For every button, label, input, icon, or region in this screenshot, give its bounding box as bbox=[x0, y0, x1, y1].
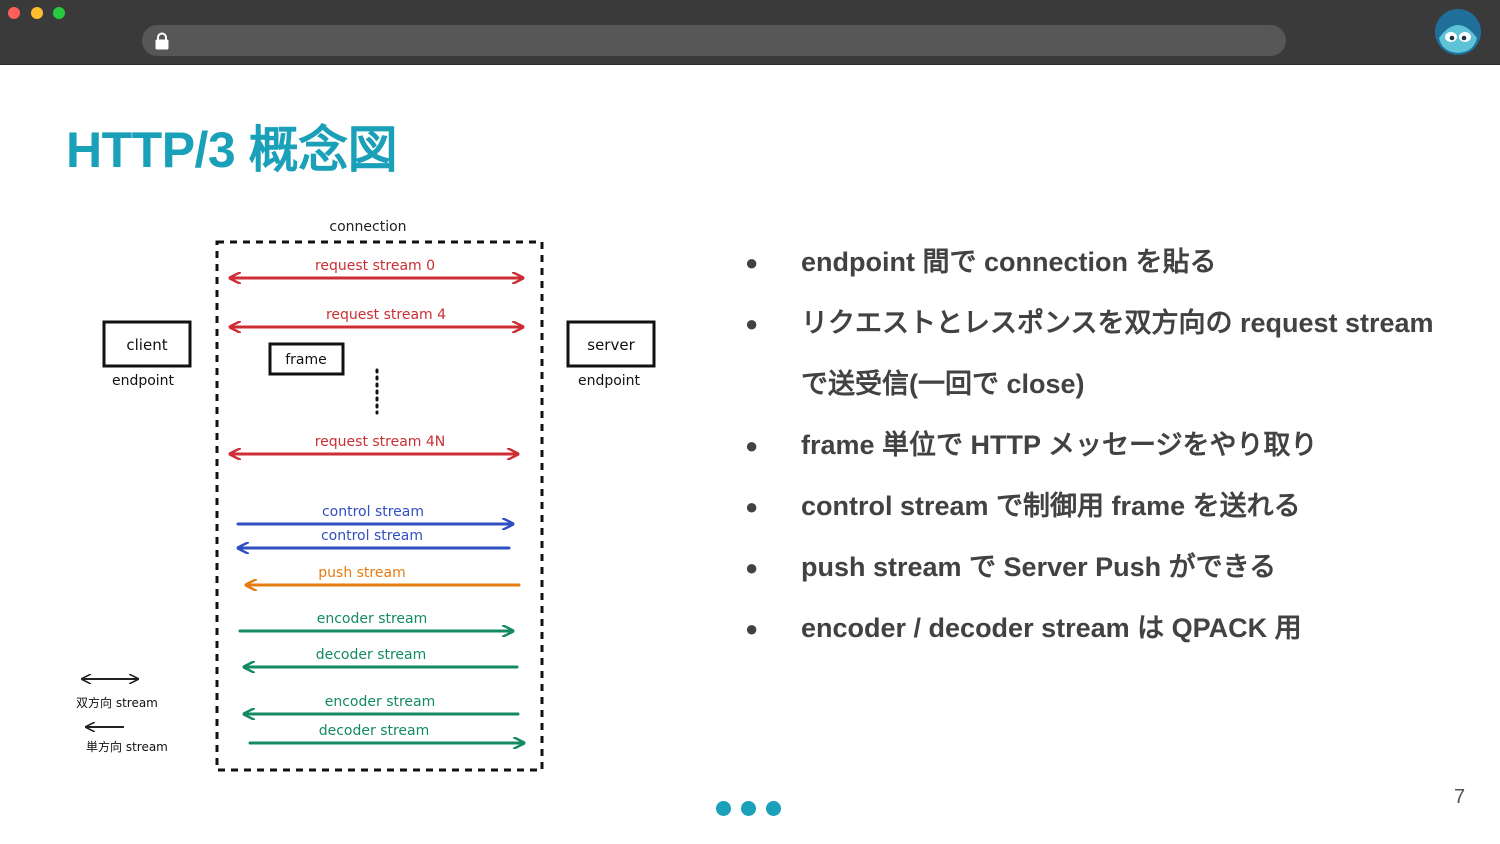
legend-unidirectional-label: 単方向 stream bbox=[86, 739, 168, 754]
stream-label: control stream bbox=[322, 504, 424, 520]
stream-label: request stream 4N bbox=[315, 434, 446, 450]
bullet-marker: ● bbox=[745, 433, 759, 458]
bullet-item: ●endpoint 間で connection を貼る bbox=[745, 232, 1465, 293]
stream-label: encoder stream bbox=[325, 694, 436, 710]
stream-label: encoder stream bbox=[317, 611, 428, 627]
client-label: client bbox=[126, 336, 167, 354]
bullet-item: ●push stream で Server Push ができる bbox=[745, 537, 1465, 598]
http3-diagram: connection client endpoint server endpoi… bbox=[76, 219, 656, 772]
bullet-marker: ● bbox=[745, 250, 759, 275]
bullet-marker: ● bbox=[745, 494, 759, 519]
bullet-item: ●frame 単位で HTTP メッセージをやり取り bbox=[745, 415, 1465, 476]
slide-title: HTTP/3 概念図 bbox=[66, 122, 398, 178]
stream-label: request stream 0 bbox=[315, 258, 435, 274]
page-number: 7 bbox=[1454, 786, 1466, 808]
connection-label: connection bbox=[329, 219, 406, 235]
bullet-marker: ● bbox=[745, 311, 759, 336]
pager-dot[interactable] bbox=[766, 801, 781, 816]
bullet-list: ●endpoint 間で connection を貼る ●リクエストとレスポンス… bbox=[745, 232, 1465, 659]
address-bar[interactable] bbox=[142, 25, 1286, 56]
stream-label: decoder stream bbox=[316, 647, 427, 663]
connection-box bbox=[215, 240, 544, 772]
client-box bbox=[102, 320, 192, 368]
legend-bidirectional-label: 双方向 stream bbox=[76, 695, 158, 710]
server-box bbox=[566, 320, 656, 368]
maximize-window-button[interactable] bbox=[53, 7, 65, 19]
pager-dot[interactable] bbox=[741, 801, 756, 816]
server-endpoint-label: endpoint bbox=[578, 373, 641, 389]
stream-layer: request stream 0 request stream 4 request … bbox=[228, 258, 526, 743]
bullet-item: ●encoder / decoder stream は QPACK 用 bbox=[745, 598, 1465, 659]
avatar-icon[interactable] bbox=[1434, 8, 1482, 56]
stream-label: push stream bbox=[318, 565, 405, 581]
frame-box bbox=[268, 342, 345, 376]
pager-dot[interactable] bbox=[716, 801, 731, 816]
lock-icon bbox=[155, 32, 169, 50]
frame-label: frame bbox=[285, 352, 327, 368]
close-window-button[interactable] bbox=[8, 7, 20, 19]
client-endpoint-label: endpoint bbox=[112, 373, 175, 389]
server-label: server bbox=[587, 336, 635, 354]
browser-chrome bbox=[0, 0, 1500, 65]
stream-label: control stream bbox=[321, 528, 423, 544]
bullet-marker: ● bbox=[745, 616, 759, 641]
bullet-marker: ● bbox=[745, 555, 759, 580]
stream-label: decoder stream bbox=[319, 723, 430, 739]
stream-label: request stream 4 bbox=[326, 307, 446, 323]
bullet-item: ●リクエストとレスポンスを双方向の request stream で送受信(一回… bbox=[745, 293, 1465, 415]
slide-pager[interactable] bbox=[716, 801, 786, 817]
bullet-item: ●control stream で制御用 frame を送れる bbox=[745, 476, 1465, 537]
minimize-window-button[interactable] bbox=[31, 7, 43, 19]
